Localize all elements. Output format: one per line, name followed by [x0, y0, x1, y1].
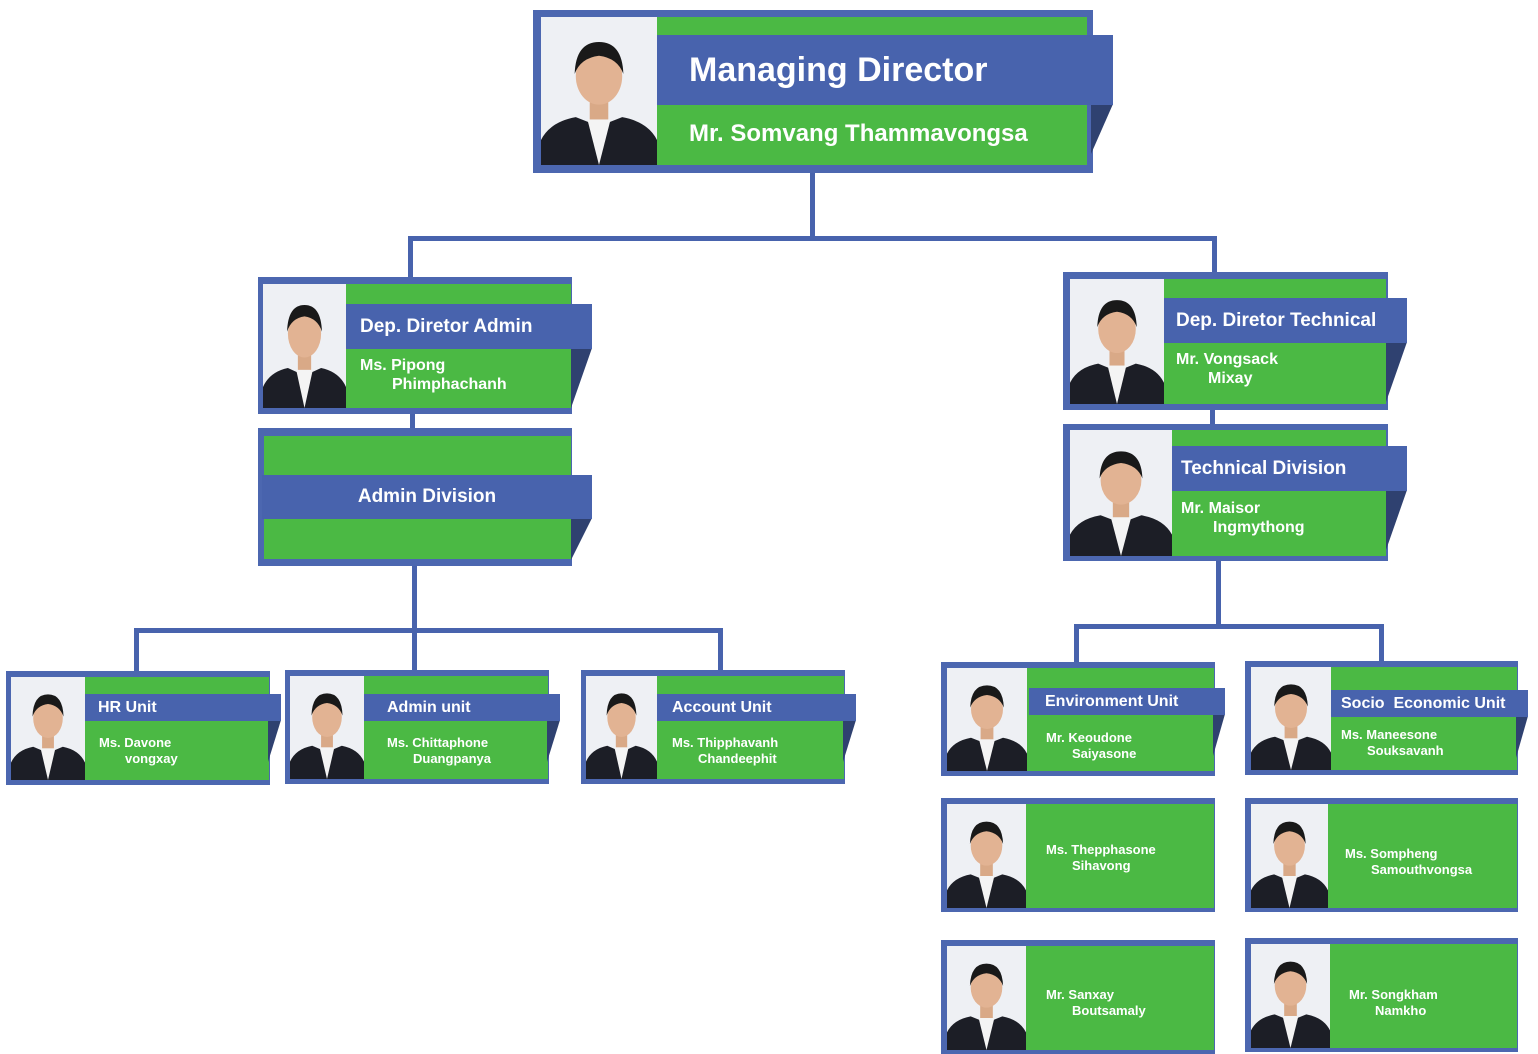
socio-economic-unit-name: Ms. Maneesone Souksavanh [1341, 727, 1444, 758]
managing-director-title: Managing Director [657, 35, 1113, 105]
technical-division-name: Mr. Maisor Ingmythong [1181, 500, 1305, 537]
card-body [1026, 804, 1214, 908]
card-body [1330, 944, 1517, 1048]
technical-division-card [1063, 424, 1388, 561]
banner-fold [1386, 342, 1407, 402]
portrait-photo [1070, 430, 1172, 556]
connector-line [1074, 624, 1079, 664]
connector-line [1210, 408, 1215, 426]
environment-unit-title: Environment Unit [1029, 688, 1225, 715]
env-staff-card [941, 940, 1215, 1054]
card-body [1027, 668, 1214, 771]
socio-staff-name: Ms. Sompheng Samouthvongsa [1345, 846, 1473, 877]
person-silhouette [263, 284, 346, 408]
card-body [364, 676, 548, 779]
banner-fold [1386, 490, 1407, 550]
person-silhouette [586, 676, 657, 779]
connector-line [134, 628, 139, 674]
portrait-photo [1070, 279, 1164, 404]
banner-fold [571, 518, 592, 560]
portrait-photo [947, 668, 1027, 771]
portrait-photo [11, 677, 85, 780]
env-staff-name: Mr. Sanxay Boutsamaly [1046, 987, 1146, 1018]
portrait-photo [290, 676, 364, 779]
env-staff-name: Ms. Thepphasone Sihavong [1046, 842, 1156, 873]
dep-director-technical-title: Dep. Diretor Technical [1164, 298, 1407, 343]
banner-fold [1091, 104, 1113, 154]
dep-director-technical-name: Mr. Vongsack Mixay [1176, 351, 1278, 388]
connector-line [1216, 558, 1221, 628]
portrait-photo [586, 676, 657, 779]
person-silhouette [1070, 430, 1172, 556]
connector-line [134, 628, 723, 633]
socio-staff-name: Mr. Songkham Namkho [1349, 987, 1438, 1018]
socio-economic-unit-card [1245, 661, 1518, 775]
socio-economic-unit-title: Socio Economic Unit [1331, 690, 1528, 717]
admin-unit-card [285, 670, 549, 784]
card-body [1026, 946, 1214, 1050]
hr-unit-title: HR Unit [85, 694, 281, 721]
connector-line [1074, 624, 1384, 629]
card-body [657, 676, 844, 779]
connector-line [410, 412, 415, 432]
banner-fold [571, 348, 592, 408]
portrait-photo [263, 284, 346, 408]
admin-unit-name: Ms. Chittaphone Duangpanya [387, 735, 492, 766]
person-silhouette [947, 804, 1026, 908]
person-silhouette [541, 17, 657, 165]
card-body [1328, 804, 1517, 908]
connector-line [810, 172, 815, 240]
admin-division-title: Admin Division [262, 475, 592, 519]
socio-staff-card [1245, 938, 1518, 1052]
environment-unit-name: Mr. Keoudone Saiyasone [1046, 730, 1137, 761]
socio-staff-card [1245, 798, 1518, 912]
portrait-photo [541, 17, 657, 165]
person-silhouette [1070, 279, 1164, 404]
connector-line [1379, 624, 1384, 664]
account-unit-card [581, 670, 845, 784]
connector-line [408, 236, 1217, 241]
person-silhouette [947, 668, 1027, 771]
account-unit-name: Ms. Thipphavanh Chandeephit [672, 735, 779, 766]
managing-director-name: Mr. Somvang Thammavongsa [689, 120, 1028, 147]
connector-line [412, 628, 417, 672]
person-silhouette [290, 676, 364, 779]
account-unit-title: Account Unit [657, 694, 856, 721]
person-silhouette [11, 677, 85, 780]
portrait-photo [947, 946, 1026, 1050]
portrait-photo [1251, 944, 1330, 1048]
portrait-photo [1251, 667, 1331, 770]
connector-line [412, 564, 417, 632]
connector-line [1212, 236, 1217, 272]
card-body [1331, 667, 1517, 770]
person-silhouette [947, 946, 1026, 1050]
dep-director-admin-title: Dep. Diretor Admin [346, 304, 592, 349]
person-silhouette [1251, 944, 1330, 1048]
portrait-photo [947, 804, 1026, 908]
portrait-photo [1251, 804, 1328, 908]
connector-line [408, 236, 413, 278]
admin-unit-title: Admin unit [364, 694, 560, 721]
technical-division-title: Technical Division [1172, 446, 1407, 491]
environment-unit-card [941, 662, 1215, 776]
hr-unit-name: Ms. Davone vongxay [99, 735, 178, 766]
person-silhouette [1251, 804, 1328, 908]
hr-unit-card [6, 671, 270, 785]
person-silhouette [1251, 667, 1331, 770]
dep-director-admin-name: Ms. Pipong Phimphachanh [360, 357, 507, 394]
connector-line [718, 628, 723, 672]
env-staff-card [941, 798, 1215, 912]
